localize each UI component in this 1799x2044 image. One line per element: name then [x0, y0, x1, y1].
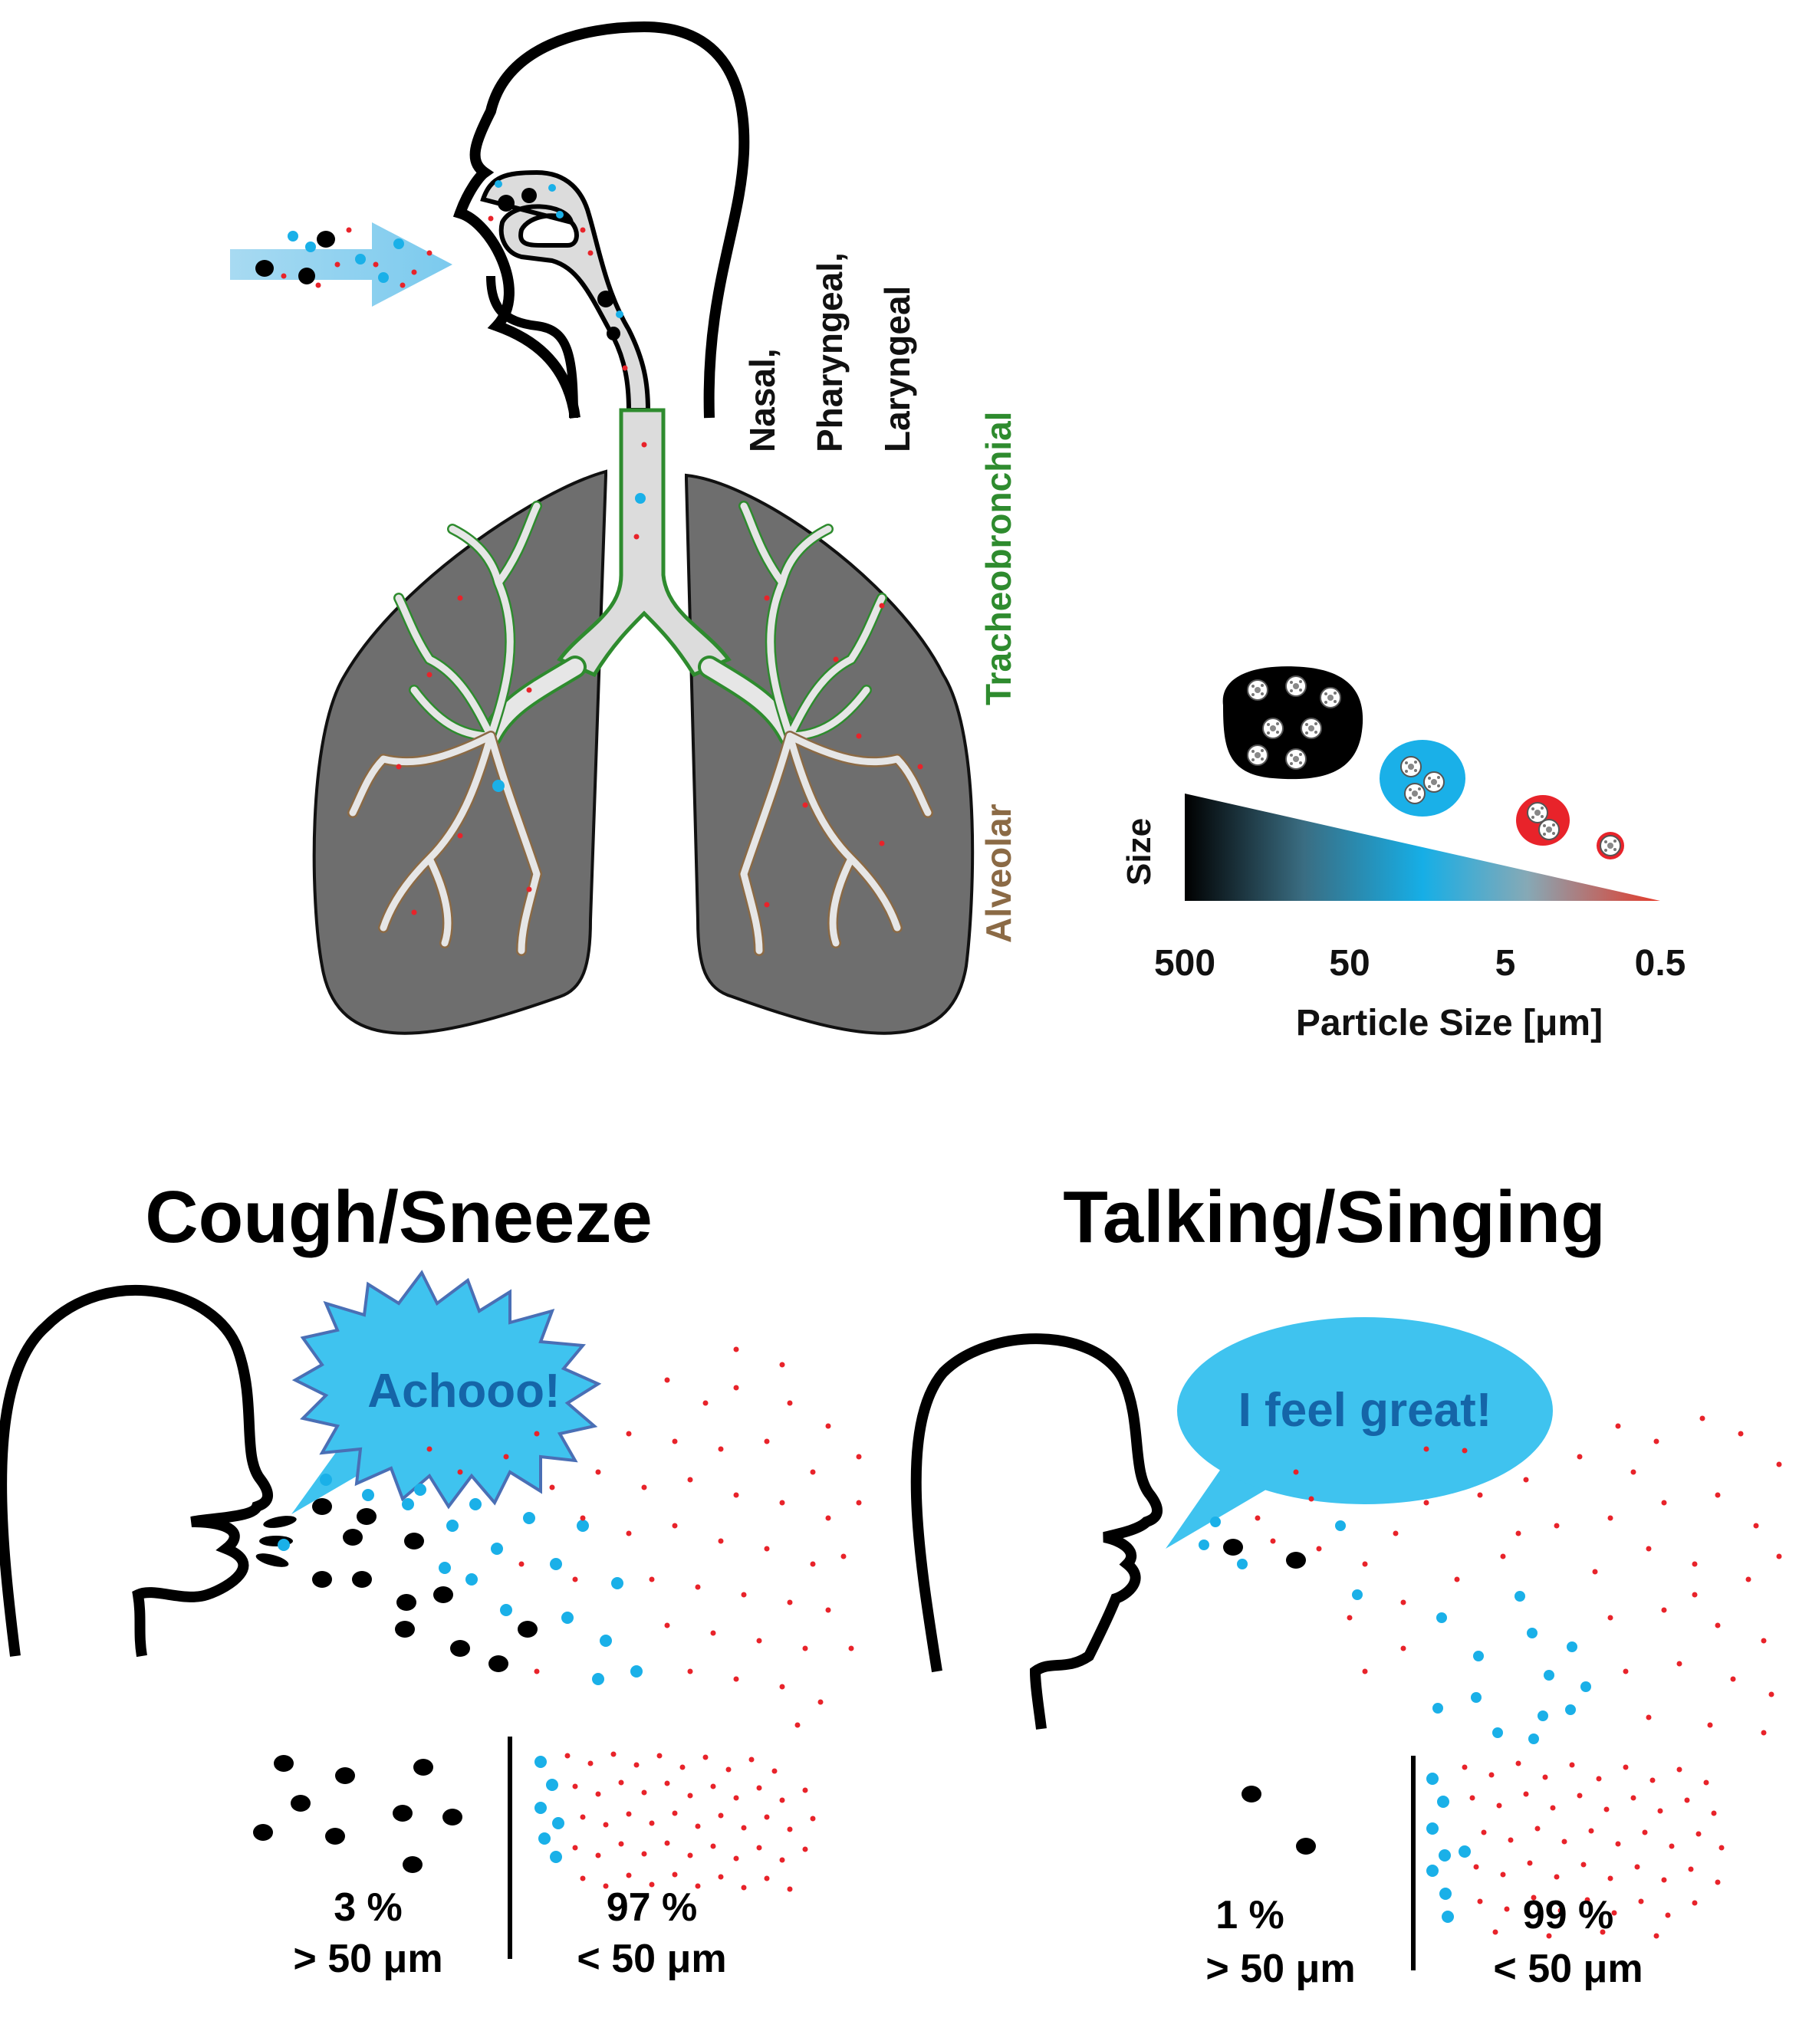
region-label-tracheobronchial: Tracheobronchial	[978, 412, 1018, 705]
small-droplet-icon	[1516, 795, 1570, 846]
size-tick-5: 5	[1495, 943, 1516, 984]
region-label-alveolar: Alveolar	[978, 803, 1018, 943]
talking-small-threshold: < 50 μm	[1493, 1947, 1643, 1991]
talking-title: Talking/Singing	[1063, 1176, 1606, 1258]
region-label-upper-3: Laryngeal	[877, 286, 917, 452]
size-axis-title: Size	[1120, 818, 1158, 886]
cough-small-threshold: < 50 μm	[577, 1937, 726, 1981]
talking-aerosol-cloud	[1255, 1415, 1782, 1736]
talking-panel: Talking/Singing I feel great!	[910, 1176, 1782, 1991]
talking-bubble-text: I feel great!	[1238, 1384, 1492, 1437]
upper-airway	[480, 169, 651, 412]
size-tick-500: 500	[1154, 943, 1215, 984]
region-label-upper-2: Pharyngeal,	[810, 252, 850, 452]
talking-speech-bubble: I feel great!	[1166, 1317, 1553, 1549]
cough-head-outline	[0, 1284, 273, 1658]
cough-large-threshold: > 50 μm	[293, 1937, 442, 1981]
cough-aerosol-cloud	[426, 1346, 862, 1728]
talking-small-percent: 99 %	[1523, 1893, 1614, 1937]
talking-large-threshold: > 50 μm	[1205, 1947, 1355, 1991]
large-droplet-icon	[1222, 666, 1363, 780]
lung-particles	[396, 442, 923, 915]
bronchial-tree-left	[347, 501, 587, 956]
size-wedge	[1185, 794, 1660, 901]
talking-large-percent: 1 %	[1215, 1893, 1284, 1937]
talking-large-summary-dots	[1242, 1786, 1316, 1855]
talking-spray-particles	[1199, 1517, 1591, 1744]
respiratory-diagram: Nasal, Pharyngeal, Laryngeal Tracheobron…	[230, 21, 1018, 1035]
aerosol-icon	[1597, 832, 1624, 859]
lower-jaw	[486, 275, 578, 419]
cough-panel: Cough/Sneeze Achooo!	[0, 1176, 862, 1981]
particle-size-scale: Size 500 50 5 0.5 Particle Size [μm]	[1120, 666, 1686, 1043]
cough-spray-particles	[278, 1474, 643, 1685]
talking-bubble-body	[1177, 1317, 1553, 1504]
cough-large-summary-dots	[253, 1755, 462, 1873]
talking-small-summary-dots	[1426, 1760, 1725, 1939]
inhaled-particles	[255, 227, 432, 288]
cough-title: Cough/Sneeze	[145, 1176, 652, 1258]
cough-bubble-text: Achooo!	[367, 1365, 560, 1418]
cough-large-percent: 3 %	[334, 1885, 403, 1930]
talking-head-outline	[910, 1333, 1163, 1730]
size-axis-label: Particle Size [μm]	[1296, 1003, 1603, 1043]
cough-bubble-burst	[291, 1270, 602, 1510]
upper-airway-particles	[488, 180, 628, 371]
medium-droplet-icon	[1380, 740, 1465, 817]
size-tick-0-5: 0.5	[1635, 943, 1686, 984]
size-tick-50: 50	[1329, 943, 1370, 984]
trachea	[557, 408, 732, 678]
cough-speech-bubble: Achooo!	[291, 1270, 602, 1514]
region-label-upper-1: Nasal,	[742, 348, 782, 452]
cough-small-summary-dots	[534, 1751, 816, 1892]
bronchial-tree-right	[698, 501, 933, 956]
cough-small-percent: 97 %	[607, 1885, 698, 1930]
cough-spray-lines	[255, 1516, 297, 1567]
